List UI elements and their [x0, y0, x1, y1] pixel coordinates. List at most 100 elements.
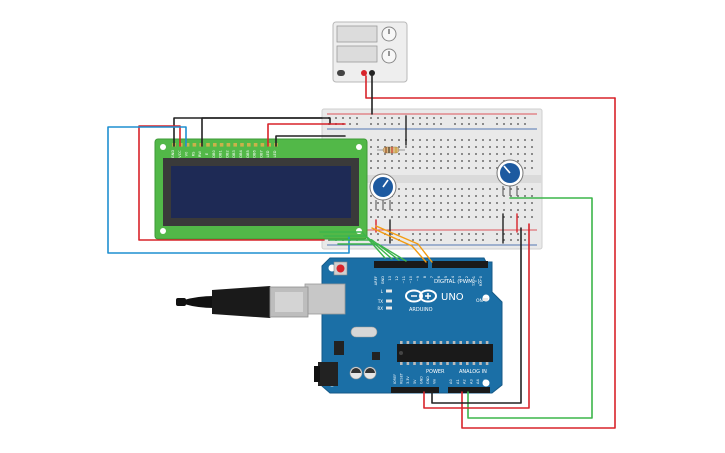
lcd-pin[interactable] — [253, 143, 258, 147]
lcd-pin-label: LED — [273, 150, 277, 157]
wire-data-3 — [329, 239, 400, 261]
lcd-pin[interactable] — [247, 143, 251, 147]
lcd-pin[interactable] — [240, 143, 244, 147]
arduino-logo — [405, 289, 437, 303]
wire-lcd-v0 — [107, 126, 350, 254]
power-pin-label: IOREF — [393, 374, 397, 384]
wire-lcd-led-plus — [267, 123, 346, 147]
power-supply[interactable] — [332, 21, 408, 83]
on-led-label: ON — [476, 298, 483, 304]
analog-header — [448, 387, 490, 393]
lcd-pin[interactable] — [185, 143, 190, 147]
lcd-pin[interactable] — [192, 143, 197, 147]
potentiometer-input[interactable] — [496, 159, 524, 196]
lcd-pin-label: GND — [171, 150, 175, 158]
digital-pin-label: ~5 — [444, 276, 448, 281]
wire-data-4 — [337, 243, 407, 262]
lcd-pin-label: DB6 — [253, 150, 257, 158]
led-label: TX — [377, 299, 383, 304]
lcd-pin[interactable] — [206, 143, 210, 147]
digital-pin-label: ~11 — [402, 276, 406, 284]
wire-data-1 — [319, 231, 386, 259]
atmega-chip — [397, 341, 493, 365]
lcd-pin[interactable] — [233, 143, 237, 147]
digital-pin-label: 4 — [451, 275, 455, 278]
power-pin-label: 5V — [413, 379, 417, 384]
lcd-pin[interactable] — [219, 143, 224, 147]
digital-header-right — [432, 261, 488, 268]
led — [386, 299, 392, 303]
lcd-pin[interactable] — [213, 143, 217, 147]
usb-cable[interactable] — [176, 286, 309, 318]
lcd-pin-label: V0 — [185, 151, 189, 156]
digital-pin-label: 13 — [388, 276, 392, 281]
resistor[interactable] — [377, 146, 405, 154]
analog-pin-label: A3 — [469, 379, 473, 384]
lcd-pin-label: DB5 — [246, 150, 250, 158]
wire-lcd-rw — [201, 117, 331, 147]
power-pin-label: Vin — [433, 379, 437, 384]
wire-lcd-led-minus — [275, 135, 346, 147]
power-pin-label: GND — [419, 376, 423, 384]
digital-pin-label: 7 — [430, 276, 434, 278]
capacitors — [349, 366, 377, 380]
led-label: L — [381, 289, 384, 294]
lcd-pin-label: LED — [266, 150, 270, 157]
digital-pin-label: ~3 — [458, 276, 462, 281]
wire-lcd-vcc — [138, 125, 325, 241]
wire-supply-positive — [365, 75, 616, 429]
on-led — [483, 298, 488, 301]
wire-data-5 — [371, 227, 427, 263]
wires — [107, 75, 616, 429]
digital-header-left — [374, 261, 428, 268]
digital-pin-label: AREF — [374, 276, 378, 285]
analog-pin-label: A0 — [449, 379, 453, 384]
wire-pot2-wiper-a0 — [467, 197, 593, 419]
lcd-pin-label: DB0 — [212, 150, 216, 158]
lcd-pin-label: VCC — [178, 150, 182, 158]
led — [386, 306, 392, 310]
lcd-pin-label: RS — [191, 151, 195, 156]
lcd-pin-label: E — [205, 152, 209, 155]
model-label: UNO — [441, 292, 464, 303]
led — [386, 289, 392, 293]
potentiometer-contrast[interactable] — [369, 173, 397, 210]
lcd-pin[interactable] — [260, 143, 265, 147]
digital-pin-label: ~6 — [437, 275, 441, 281]
wire-gnd — [431, 227, 522, 404]
lcd-pin-label: RW — [198, 151, 202, 157]
analog-pin-label: A4 — [476, 379, 480, 384]
power-pin-label: GND — [426, 376, 430, 384]
wire-data-6 — [375, 225, 433, 263]
lcd-pin-label: DB2 — [225, 150, 229, 158]
usb-port — [304, 283, 346, 315]
lcd-pin[interactable] — [267, 143, 271, 147]
lcd-pin-label: DB7 — [259, 150, 263, 158]
digital-header-label: DIGITAL (PWM~) — [434, 279, 480, 285]
wire-data-2 — [323, 235, 393, 260]
lcd-pin-label: DB4 — [239, 150, 243, 158]
lcd-pin-label: DB3 — [232, 150, 236, 158]
crystal — [350, 326, 378, 338]
digital-pin-label: 8 — [423, 275, 427, 278]
brand-label: ARDUINO — [409, 307, 433, 313]
digital-pin-label: TX→1 — [472, 276, 476, 287]
analog-pin-label: A2 — [463, 379, 467, 384]
digital-pin-label: 2 — [465, 276, 469, 278]
analog-label: ANALOG IN — [459, 369, 487, 375]
power-jack[interactable] — [318, 362, 338, 386]
analog-pin-label: A1 — [456, 379, 460, 384]
digital-pin-label: ~9 — [416, 275, 420, 281]
power-pin-label: RESET — [400, 372, 404, 384]
reset-button[interactable] — [333, 261, 348, 276]
power-pin-label: 3.3V — [406, 376, 410, 384]
lcd-pin[interactable] — [226, 143, 231, 147]
voltage-regulator — [334, 341, 344, 355]
analog-pin-label: A5 — [483, 379, 487, 384]
